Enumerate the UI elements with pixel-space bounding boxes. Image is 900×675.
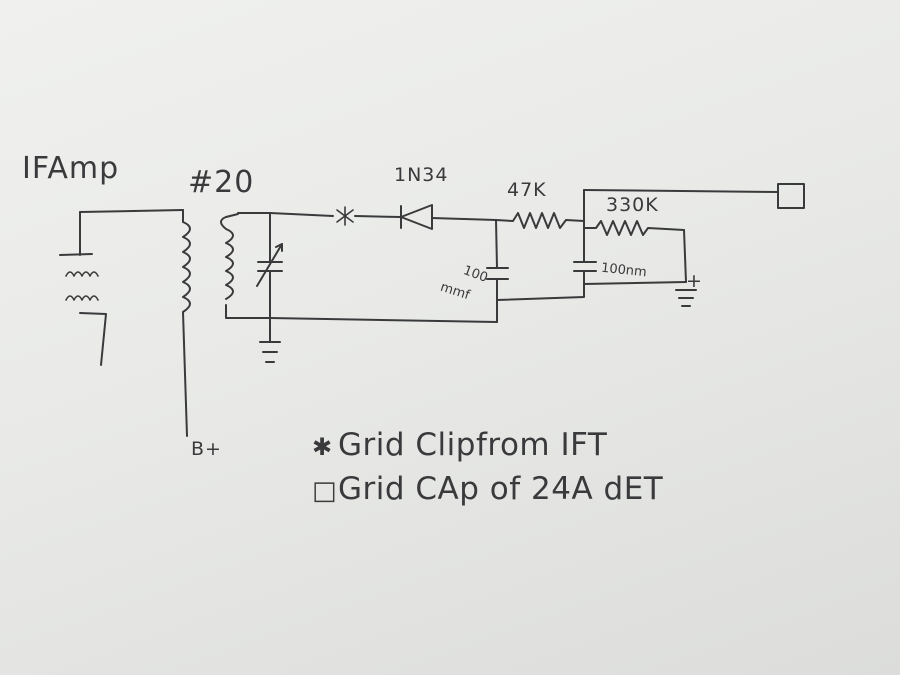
legend-item-gridcap: □Grid CAp of 24A dET: [312, 474, 663, 505]
square-icon: □: [312, 476, 338, 506]
legend-text-gridcap: Grid CAp of 24A dET: [338, 471, 664, 507]
legend-text-clip: Grid Clipfrom IFT: [338, 427, 608, 463]
asterisk-icon: ✱: [312, 433, 333, 461]
variable-capacitor: [256, 212, 283, 319]
output-network: [496, 183, 805, 307]
ground-symbol-left: [259, 317, 281, 363]
if-amp-tube-symbol: [59, 209, 184, 366]
if-amp-label: IFAmp: [22, 151, 120, 186]
legend-item-clip: ✱Grid Clipfrom IFT: [312, 430, 607, 461]
ift-primary-coil: [182, 209, 191, 437]
ift-secondary-coil: [220, 212, 271, 319]
capacitor-100mmf: [269, 219, 509, 323]
plus-sign: +: [686, 270, 703, 292]
resistor-330k-label: 330K: [606, 194, 659, 216]
resistor-47k: [495, 212, 585, 229]
diode-and-clip: [269, 204, 497, 230]
bplus-label: B+: [191, 438, 222, 460]
diode-label: 1N34: [394, 164, 449, 186]
resistor-47k-label: 47K: [507, 179, 547, 201]
tube-number-label: #20: [188, 165, 255, 200]
